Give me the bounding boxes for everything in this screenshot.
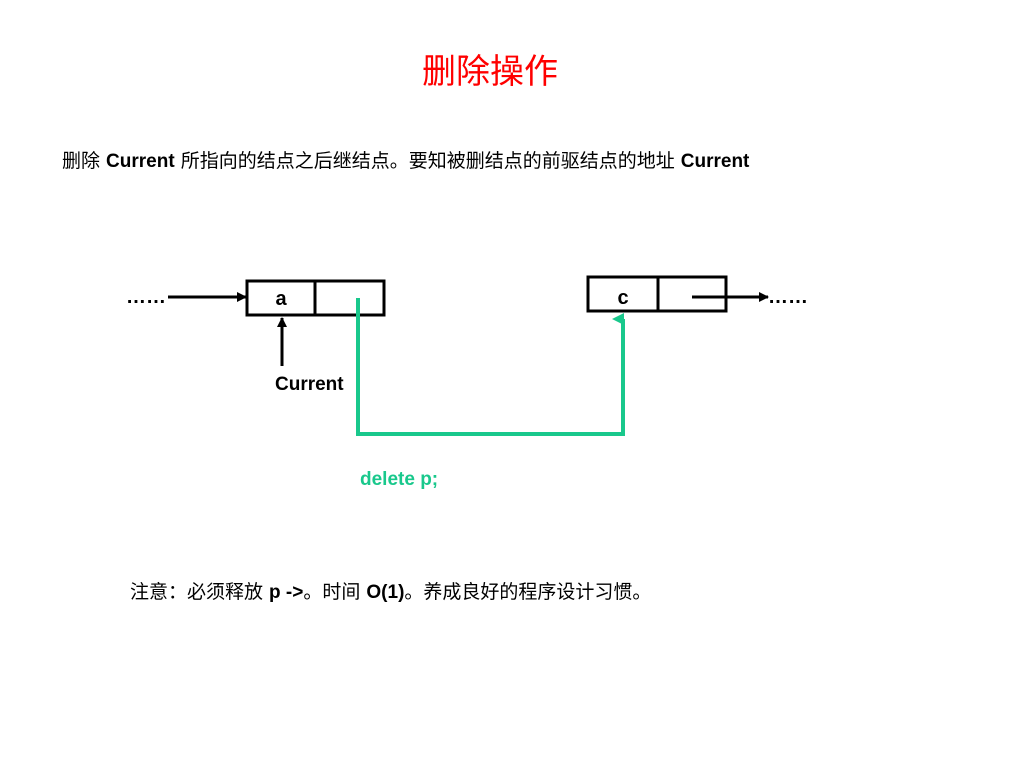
- node-c-link-field: [656, 275, 728, 313]
- note-text-1: 注意：必须释放: [130, 581, 270, 603]
- note-text-2: 。时间: [303, 581, 367, 603]
- node-a: a: [245, 279, 386, 317]
- slide-title: 删除操作: [422, 52, 558, 92]
- description-text-1: 删除: [62, 150, 107, 172]
- node-c-value: c: [617, 287, 628, 309]
- delete-code-label: delete p;: [360, 469, 438, 490]
- note-text-3: 。养成良好的程序设计习惯。: [404, 581, 652, 603]
- node-c: c: [586, 275, 728, 313]
- leading-dots: ……: [126, 286, 166, 308]
- node-a-link-field: [313, 279, 386, 317]
- description-text-2: 所指向的结点之后继结点。要知被删结点的前驱结点的地址: [174, 150, 681, 172]
- node-a-value: a: [275, 288, 287, 310]
- current-pointer-label: Current: [275, 374, 344, 395]
- note-term-pointer: p ->: [269, 582, 304, 603]
- description-term-current-2: Current: [680, 151, 750, 172]
- description-term-current: Current: [106, 151, 175, 172]
- bypass-link: [356, 298, 625, 436]
- note-term-complexity: O(1): [366, 582, 405, 603]
- description: 删除 Current 所指向的结点之后继结点。要知被删结点的前驱结点的地址 Cu…: [62, 147, 749, 176]
- trailing-dots: ……: [768, 286, 808, 308]
- note: 注意：必须释放 p ->。时间 O(1)。养成良好的程序设计习惯。: [130, 578, 651, 607]
